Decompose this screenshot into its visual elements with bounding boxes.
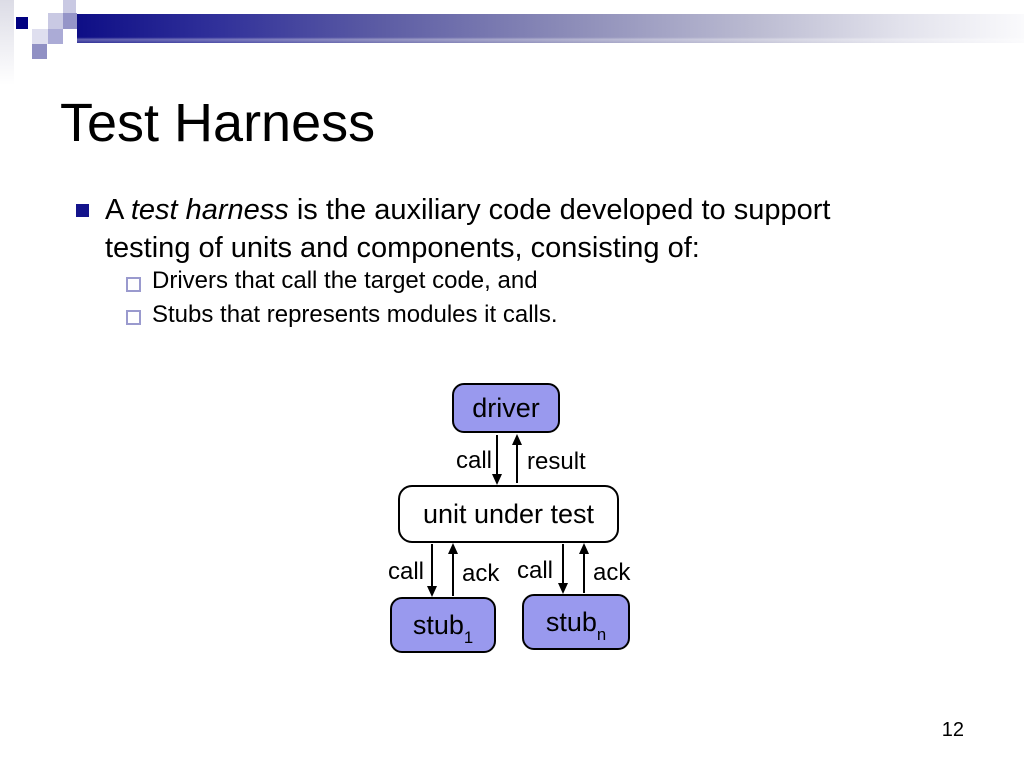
test-harness-diagram: driver unit under test stub1 stubn call … xyxy=(380,375,640,665)
edge-label-call-left: call xyxy=(387,558,424,585)
deco-square xyxy=(48,29,63,44)
driver-box: driver xyxy=(452,383,560,433)
stubn-subscript: n xyxy=(596,624,607,644)
sub-bullet-square-icon xyxy=(126,310,141,325)
stub1-box: stub1 xyxy=(390,597,496,653)
driver-box-label: driver xyxy=(472,392,540,423)
bullet-text-italic: test harness xyxy=(130,194,289,226)
deco-square-navy xyxy=(16,17,28,29)
bullet-text-run: testing of units and components, consist… xyxy=(105,232,700,264)
arrowhead-ack-stubn xyxy=(579,543,589,554)
arrowhead-call-stub1 xyxy=(427,586,437,597)
bullet-square-icon xyxy=(76,204,89,217)
sub-bullet-square-icon xyxy=(126,277,141,292)
stubn-box-label: stubn xyxy=(545,606,607,644)
unit-box-label: unit under test xyxy=(422,498,595,529)
stubn-box: stubn xyxy=(522,594,630,650)
unit-under-test-box: unit under test xyxy=(398,485,619,543)
deco-square xyxy=(63,13,77,29)
diagram-arrows-layer xyxy=(427,434,589,597)
stub1-box-label: stub1 xyxy=(412,609,474,647)
page-number: 12 xyxy=(941,719,964,741)
deco-square xyxy=(48,13,63,29)
edge-label-ack-left: ack xyxy=(462,560,500,587)
edge-label-call-right: call xyxy=(516,557,553,584)
slide-title: Test Harness xyxy=(60,93,376,153)
sub-bullet-text: Stubs that represents modules it calls. xyxy=(152,301,558,328)
sub-bullet-text: Drivers that call the target code, and xyxy=(152,267,538,294)
deco-square xyxy=(32,44,47,59)
bullet-text-run: is the auxiliary code developed to suppo… xyxy=(288,194,831,226)
title-bar-gradient xyxy=(77,14,1024,43)
bullet-text-run: A xyxy=(105,194,131,226)
edge-label-result: result xyxy=(527,448,586,475)
arrowhead-ack-stub1 xyxy=(448,543,458,554)
left-edge-gradient xyxy=(0,0,14,85)
bullet-item-text: A test harness is the auxiliary code dev… xyxy=(105,191,989,267)
arrowhead-call-driver xyxy=(492,474,502,485)
deco-square xyxy=(32,29,48,44)
edge-label-call-driver: call xyxy=(455,447,492,474)
arrowhead-call-stubn xyxy=(558,583,568,594)
arrowhead-result xyxy=(512,434,522,445)
stub1-subscript: 1 xyxy=(463,627,474,647)
edge-label-ack-right: ack xyxy=(593,559,631,586)
deco-square xyxy=(63,0,76,13)
